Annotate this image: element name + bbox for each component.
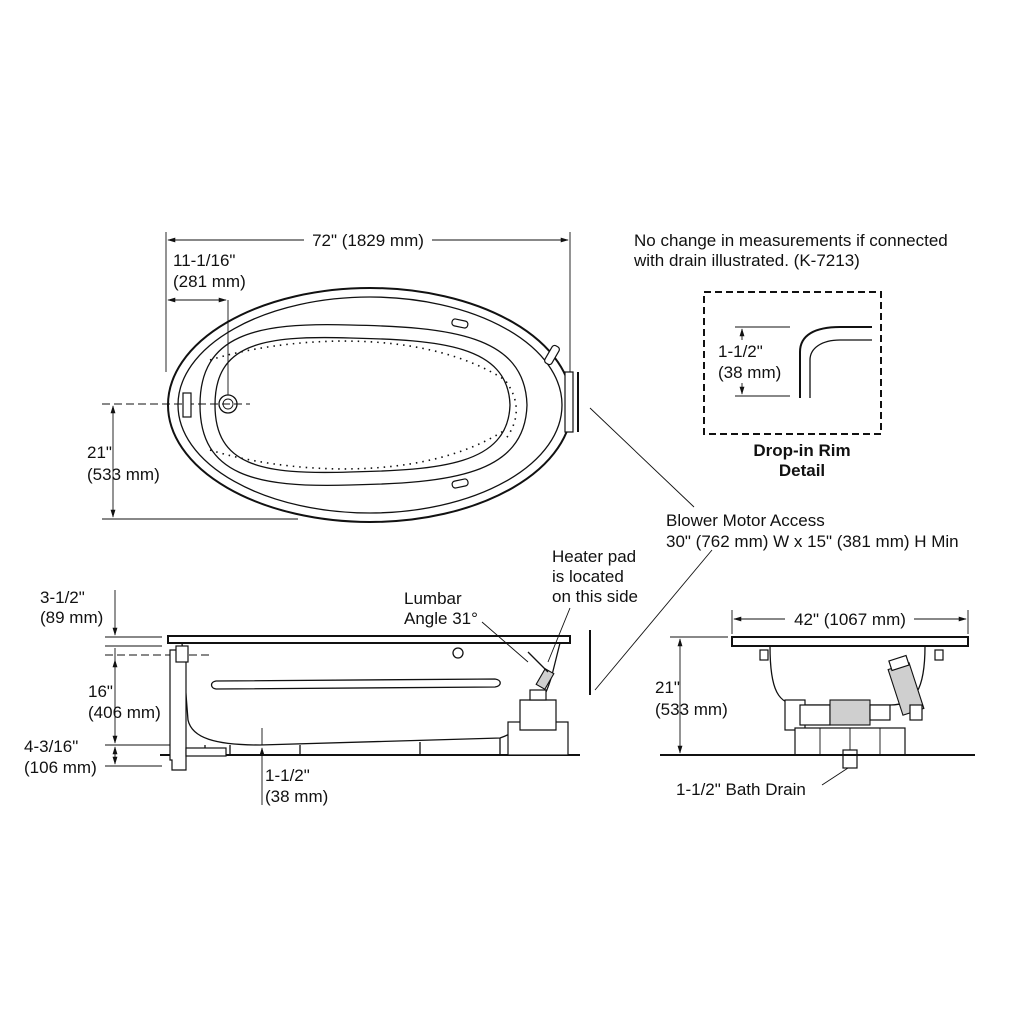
drain-pipe xyxy=(169,649,187,771)
drain-offset-mm-label: (281 mm) xyxy=(173,272,246,291)
side-blower-icon xyxy=(519,699,557,731)
lumbar-label-1: Lumbar xyxy=(404,589,462,608)
lumbar-callout: Lumbar Angle 31° xyxy=(404,589,529,663)
tub-bowl xyxy=(214,336,511,474)
rim-dim-label: 1-1/2" xyxy=(718,342,763,361)
rim-height-mm-label: (89 mm) xyxy=(40,608,103,627)
note-line-1: No change in measurements if connected xyxy=(634,231,948,250)
rim-detail-caption-1: Drop-in Rim xyxy=(753,441,850,460)
end-rim xyxy=(731,636,969,647)
side-view: 3-1/2" (89 mm) 16" (406 mm) 4-3/16" (106… xyxy=(24,588,580,806)
top-length-label: 72" (1829 mm) xyxy=(312,231,424,250)
end-height-mm-label: (533 mm) xyxy=(655,700,728,719)
drain-dim-label: 1-1/2" xyxy=(265,766,310,785)
end-view: 42" (1067 mm) 21" (533 mm) 1-1/2" Bath D… xyxy=(655,610,975,799)
end-height-label: 21" xyxy=(655,678,680,697)
jet-fitting-icon xyxy=(452,647,464,659)
heater-callout: Heater pad is located on this side xyxy=(547,547,638,663)
blower-callout: Blower Motor Access 30" (762 mm) W x 15"… xyxy=(577,372,959,695)
bath-drain-label: 1-1/2" Bath Drain xyxy=(676,780,806,799)
side-rim xyxy=(167,635,571,644)
rim-profile xyxy=(799,326,872,398)
rim-detail-caption-2: Detail xyxy=(779,461,825,480)
heater-label-1: Heater pad xyxy=(552,547,636,566)
drain-height-label: 21" xyxy=(87,443,112,462)
rim-height-label: 3-1/2" xyxy=(40,588,85,607)
base-height-mm-label: (106 mm) xyxy=(24,758,97,777)
rim-dim-mm-label: (38 mm) xyxy=(718,363,781,382)
blower-label-2: 30" (762 mm) W x 15" (381 mm) H Min xyxy=(666,532,959,551)
top-view: 72" (1829 mm) 11-1/16" (281 mm) 21" (533… xyxy=(87,231,574,523)
drain-note: No change in measurements if connected w… xyxy=(633,231,948,270)
end-width-label: 42" (1067 mm) xyxy=(794,610,906,629)
lumbar-label-2: Angle 31° xyxy=(404,609,478,628)
tub-outer-rim xyxy=(167,287,573,523)
heater-label-2: is located xyxy=(552,567,624,586)
overflow-icon xyxy=(182,392,192,418)
rim-detail-frame xyxy=(703,291,882,435)
note-line-2: with drain illustrated. (K-7213) xyxy=(633,251,860,270)
drain-height-mm-label: (533 mm) xyxy=(87,465,160,484)
depth-mm-label: (406 mm) xyxy=(88,703,161,722)
drain-dim-mm-label: (38 mm) xyxy=(265,787,328,806)
depth-label: 16" xyxy=(88,682,113,701)
drop-in-rim-detail: 1-1/2" (38 mm) Drop-in Rim Detail xyxy=(703,291,882,480)
base-height-label: 4-3/16" xyxy=(24,737,78,756)
drain-icon xyxy=(218,394,238,414)
side-tub-body xyxy=(181,642,561,746)
blower-label-1: Blower Motor Access xyxy=(666,511,825,530)
drain-offset-label: 11-1/16" xyxy=(173,251,235,270)
heater-label-3: on this side xyxy=(552,587,638,606)
end-pump-icon xyxy=(829,699,871,726)
